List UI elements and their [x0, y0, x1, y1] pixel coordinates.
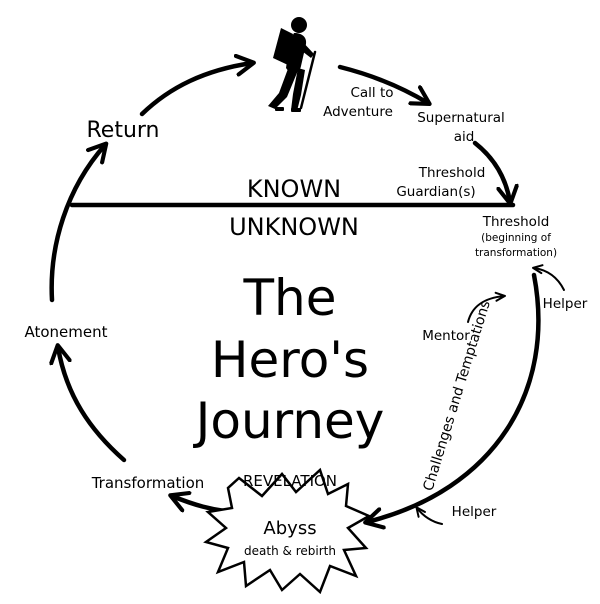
mentor-arrow: [467, 291, 506, 323]
known-label: KNOWN: [247, 175, 341, 203]
abyss-label: Abyss: [263, 518, 316, 539]
arc-hero-to-aid: [337, 64, 428, 103]
revelation-label: REVELATION: [243, 472, 337, 490]
arc-aid-to-threshold: [472, 140, 510, 202]
abyss-starburst: [203, 467, 372, 595]
hiker-icon: [268, 17, 317, 112]
death-rebirth-label: death & rebirth: [244, 544, 336, 558]
helper-bottom-label: Helper: [452, 504, 497, 520]
arc-threshold-to-abyss: [367, 272, 541, 522]
title-line2: Hero's: [211, 331, 369, 389]
arc-atonement-to-return: [49, 145, 105, 303]
transformation-label: Transformation: [91, 474, 205, 492]
supernatural-aid-line1: Supernatural: [417, 110, 505, 126]
call-to-adventure-line1: Call to: [350, 85, 393, 101]
arc-return-to-hero: [139, 63, 252, 117]
atonement-label: Atonement: [24, 323, 107, 341]
helper-top-arrow: [532, 264, 565, 291]
threshold-line3: transformation): [475, 247, 557, 259]
threshold-guardian-line1: Threshold: [418, 165, 486, 181]
title-line1: The: [243, 269, 337, 327]
title-line3: Journey: [193, 392, 385, 450]
return-label: Return: [86, 118, 159, 143]
helper-top-label: Helper: [543, 296, 588, 312]
supernatural-aid-line2: aid: [454, 129, 475, 145]
call-to-adventure-line2: Adventure: [323, 104, 393, 120]
mentor-label: Mentor: [422, 328, 470, 344]
arc-transformation-to-atonement: [58, 347, 127, 463]
threshold-line1: Threshold: [482, 214, 550, 230]
helper-bottom-arrow: [415, 506, 443, 525]
unknown-label: UNKNOWN: [229, 213, 359, 241]
threshold-guardian-line2: Guardian(s): [396, 184, 475, 200]
threshold-line2: (beginning of: [481, 232, 551, 244]
